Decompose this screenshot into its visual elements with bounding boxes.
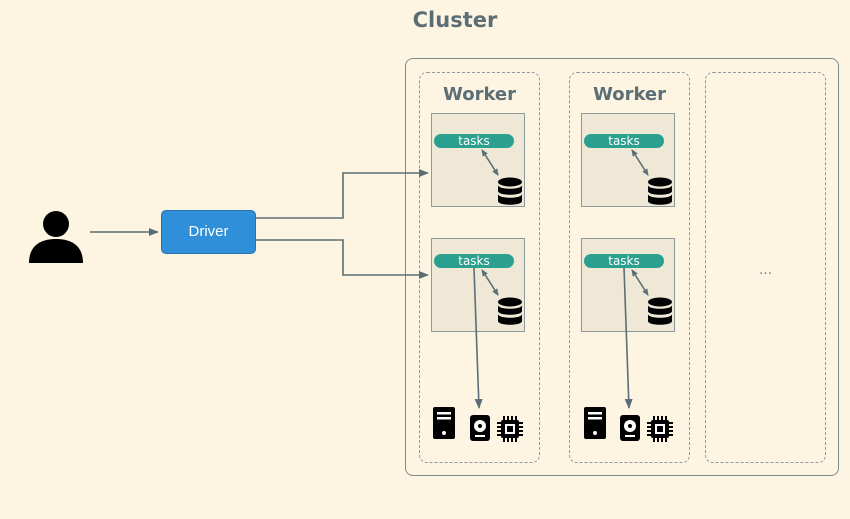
worker-box-more [705,72,826,463]
tasks-pill: tasks [434,254,514,268]
driver-to-executor-1-arrow [256,169,429,219]
server-icon [584,407,606,439]
cluster-box [405,58,839,476]
database-icon [498,177,522,205]
tasks-to-disk-arrow [473,267,483,409]
user-icon [29,211,83,263]
cpu-icon [647,416,673,442]
driver-box: Driver [161,210,256,254]
tasks-data-arrow [631,149,649,176]
executor-1-2 [431,238,525,332]
cluster-title: Cluster [412,8,498,32]
tasks-data-arrow [481,269,499,296]
worker-box-2 [569,72,690,463]
database-icon [498,297,522,325]
disk-icon [620,415,640,441]
server-icon [433,407,455,439]
tasks-pill: tasks [434,134,514,148]
tasks-data-arrow [631,269,649,296]
tasks-to-disk-arrow [623,267,633,409]
tasks-pill: tasks [584,134,664,148]
worker-label-1: Worker [442,84,517,105]
database-icon [648,297,672,325]
driver-to-executor-2-arrow [256,239,429,279]
tasks-data-arrow [481,149,499,176]
database-icon [648,177,672,205]
more-workers-ellipsis: ... [758,262,773,278]
executor-2-2 [581,238,675,332]
cpu-icon [497,416,523,442]
worker-box-1 [419,72,540,463]
worker-label-2: Worker [592,84,667,105]
tasks-pill: tasks [584,254,664,268]
disk-icon [470,415,490,441]
